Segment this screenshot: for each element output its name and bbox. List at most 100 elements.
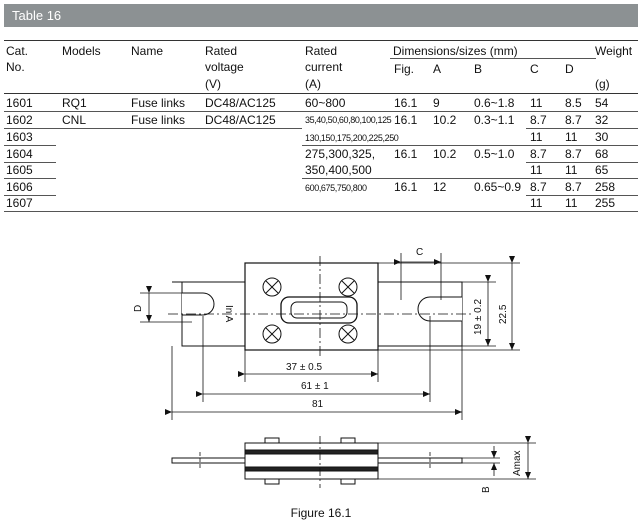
header-weight-line1: Weight bbox=[595, 44, 633, 58]
row-divider bbox=[526, 195, 638, 196]
screw-icon bbox=[262, 324, 282, 344]
cell-d: 11 bbox=[565, 196, 578, 210]
cell-fig: 16.1 bbox=[394, 180, 418, 194]
cell-voltage: DC48/AC125 bbox=[205, 96, 276, 110]
header-current-line3: (A) bbox=[305, 77, 321, 91]
row-divider bbox=[4, 178, 56, 179]
cell-c: 8.7 bbox=[530, 180, 547, 194]
table-header-rule bbox=[4, 93, 638, 94]
header-cat-line2: No. bbox=[6, 60, 25, 74]
cell-c: 8.7 bbox=[530, 147, 547, 161]
header-d: D bbox=[565, 62, 574, 76]
screw-icon bbox=[262, 277, 282, 297]
cell-c: 11 bbox=[530, 130, 543, 144]
cell-b: 0.5~1.0 bbox=[474, 147, 515, 161]
cell-voltage: DC48/AC125 bbox=[205, 113, 276, 127]
cell-cat: 1607 bbox=[6, 196, 33, 210]
screw-icon bbox=[338, 277, 358, 297]
cell-weight: 54 bbox=[595, 96, 609, 110]
header-voltage-line2: voltage bbox=[205, 60, 244, 74]
cell-weight: 65 bbox=[595, 163, 609, 177]
cell-cat: 1606 bbox=[6, 180, 33, 194]
dim-81 bbox=[165, 346, 463, 420]
cell-fig: 16.1 bbox=[394, 96, 418, 110]
cell-current: 130,150,175,200,225,250 bbox=[305, 133, 399, 143]
cell-name: Fuse links bbox=[131, 113, 186, 127]
row-divider bbox=[302, 145, 638, 146]
dim-c-label: C bbox=[416, 247, 423, 258]
dim-d-label: D bbox=[133, 305, 144, 312]
dim-22 bbox=[378, 256, 520, 351]
table-top-rule bbox=[4, 40, 638, 41]
cell-a: 12 bbox=[433, 180, 447, 194]
header-dimensions: Dimensions/sizes (mm) bbox=[393, 44, 518, 58]
cell-a: 10.2 bbox=[433, 113, 457, 127]
cell-model: CNL bbox=[62, 113, 87, 127]
cell-current: 60~800 bbox=[305, 96, 346, 110]
dim-37-label: 37 ± 0.5 bbox=[286, 362, 323, 373]
header-b: B bbox=[474, 62, 483, 76]
figure-caption: Figure 16.1 bbox=[290, 506, 352, 520]
fuse-top-view bbox=[168, 256, 474, 358]
cell-b: 0.65~0.9 bbox=[474, 180, 522, 194]
header-models: Models bbox=[62, 44, 101, 58]
fuse-side-view bbox=[171, 436, 463, 488]
row-divider bbox=[4, 162, 56, 163]
cell-current: 600,675,750,800 bbox=[305, 183, 367, 193]
table-bottom-rule bbox=[4, 211, 638, 212]
dim-22-label: 22.5 bbox=[498, 304, 509, 324]
cell-c: 11 bbox=[530, 163, 543, 177]
row-divider bbox=[4, 111, 638, 112]
cell-d: 8.5 bbox=[565, 96, 582, 110]
dim-b-label: B bbox=[481, 486, 492, 493]
header-cat-line1: Cat. bbox=[6, 44, 29, 58]
dim-d bbox=[140, 286, 192, 323]
header-weight-line2: (g) bbox=[595, 77, 610, 91]
cell-c: 8.7 bbox=[530, 113, 547, 127]
cell-cat: 1602 bbox=[6, 113, 33, 127]
row-divider bbox=[302, 178, 638, 179]
dim-c bbox=[394, 253, 442, 300]
cell-a: 9 bbox=[433, 96, 440, 110]
cell-weight: 255 bbox=[595, 196, 616, 210]
cell-cat: 1605 bbox=[6, 163, 33, 177]
row-divider bbox=[526, 128, 638, 129]
header-voltage-line1: Rated bbox=[205, 44, 238, 58]
dim-61 bbox=[196, 316, 431, 402]
cell-current: 35,40,50,60,80,100,125 bbox=[305, 115, 392, 125]
header-current-line1: Rated bbox=[305, 44, 338, 58]
cell-weight: 32 bbox=[595, 113, 609, 127]
cell-d: 8.7 bbox=[565, 113, 582, 127]
cell-current: 350,400,500 bbox=[305, 163, 372, 177]
header-current-line2: current bbox=[305, 60, 343, 74]
table-title-bar: Table 16 bbox=[4, 4, 638, 27]
header-a: A bbox=[433, 62, 442, 76]
cell-cat: 1601 bbox=[6, 96, 33, 110]
cell-d: 11 bbox=[565, 130, 578, 144]
cell-d: 11 bbox=[565, 163, 578, 177]
cell-model: RQ1 bbox=[62, 96, 87, 110]
header-c: C bbox=[530, 62, 539, 76]
cell-c: 11 bbox=[530, 196, 543, 210]
dim-19-label: 19 ± 0.2 bbox=[473, 298, 484, 335]
cell-cat: 1603 bbox=[6, 130, 33, 144]
right-slot bbox=[417, 296, 462, 322]
row-divider bbox=[4, 128, 302, 129]
dim-81-label: 81 bbox=[312, 399, 324, 410]
cell-name: Fuse links bbox=[131, 96, 186, 110]
dim-amax-label: Amax bbox=[512, 450, 523, 476]
header-name: Name bbox=[131, 44, 164, 58]
rating-mark: In A bbox=[223, 305, 234, 323]
row-divider bbox=[526, 162, 638, 163]
header-voltage-line3: (V) bbox=[205, 77, 221, 91]
cell-b: 0.3~1.1 bbox=[474, 113, 515, 127]
row-divider bbox=[4, 195, 56, 196]
cell-fig: 16.1 bbox=[394, 147, 418, 161]
table-title: Table 16 bbox=[12, 8, 62, 23]
cell-weight: 30 bbox=[595, 130, 609, 144]
cell-weight: 258 bbox=[595, 180, 616, 194]
dim-19 bbox=[462, 275, 496, 347]
dim-37 bbox=[238, 350, 379, 382]
cell-c: 11 bbox=[530, 96, 543, 110]
